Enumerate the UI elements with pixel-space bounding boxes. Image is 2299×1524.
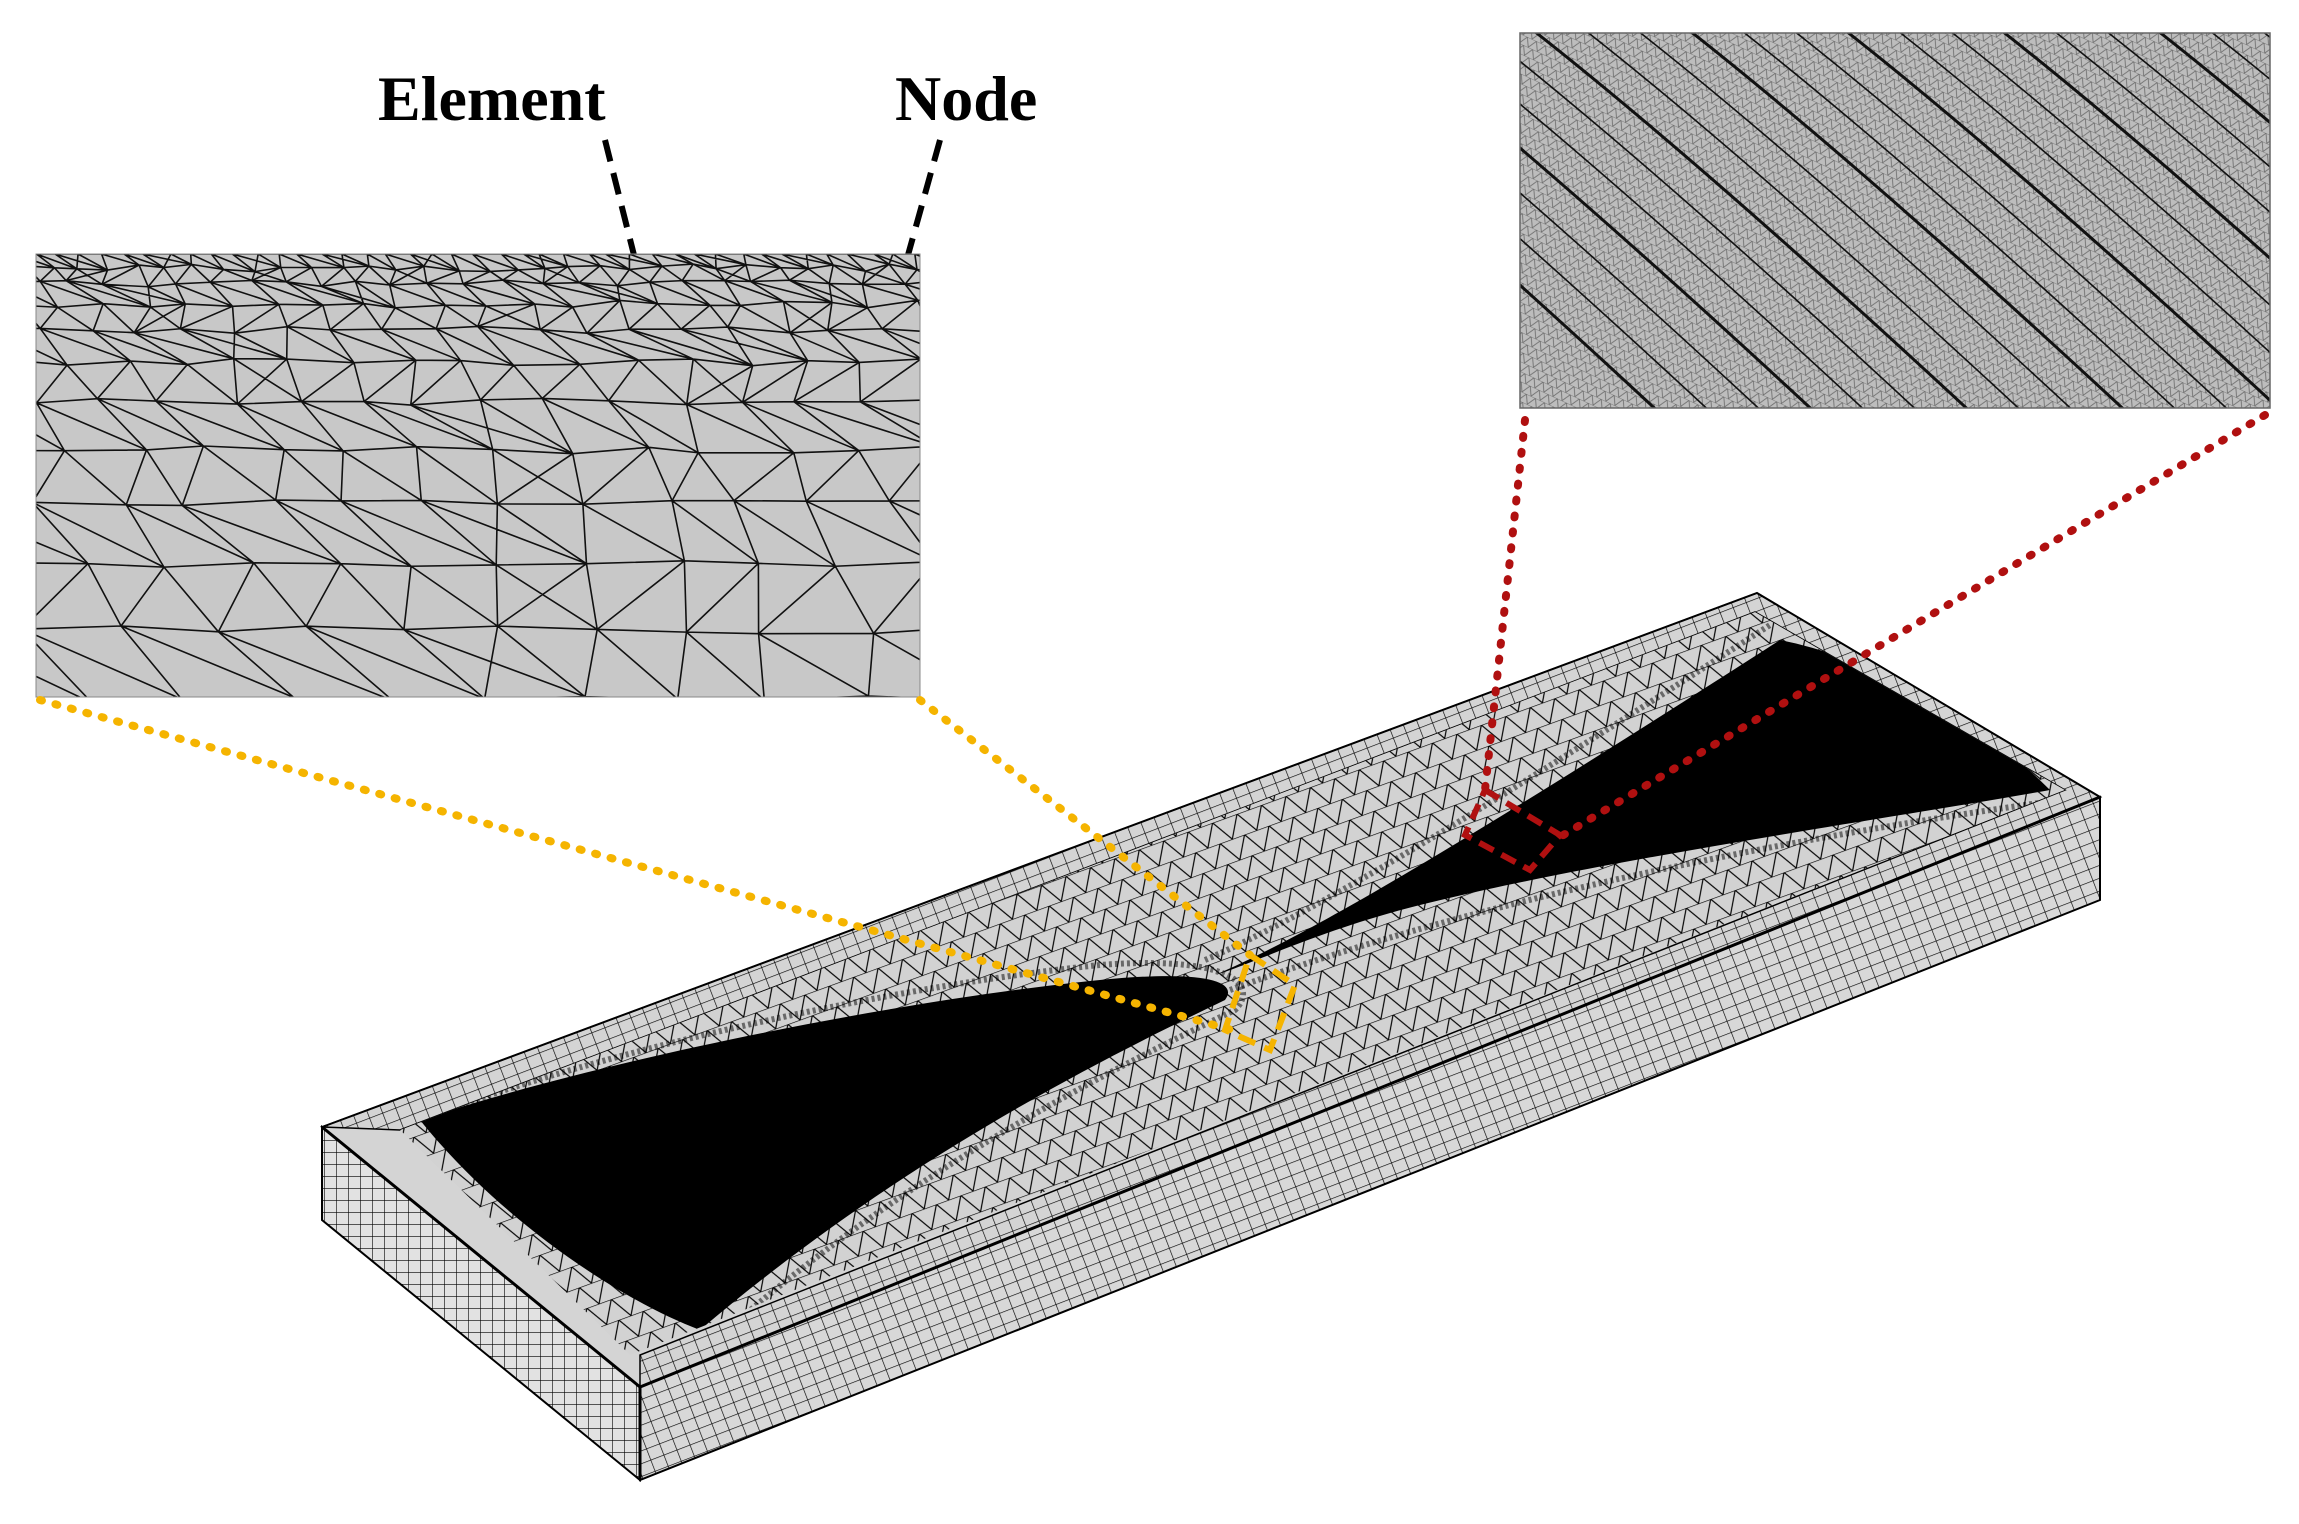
yellow-callout	[36, 696, 1299, 1055]
mesh-layer-line	[1520, 283, 1657, 408]
mesh-layer-line	[1520, 103, 1864, 408]
mesh-layer-line	[2055, 33, 2270, 214]
mesh-block-3d	[320, 591, 2103, 1483]
mesh-layer-line	[1520, 191, 1760, 408]
mesh-edges	[36, 254, 920, 697]
mesh-layer-line	[1795, 33, 2228, 408]
dense-region-left	[420, 976, 1229, 1330]
mesh-layer-line	[1520, 237, 1708, 408]
mesh-layer-line	[1690, 33, 2125, 408]
mesh-layer-line	[1743, 33, 2176, 408]
red-callout	[1461, 411, 2269, 874]
node-label: Node	[895, 63, 1037, 134]
mesh-layer-line	[1899, 33, 2270, 354]
mesh-layer-line	[2002, 33, 2270, 261]
mesh-layer-line	[1846, 33, 2270, 403]
mesh-layer-line	[1534, 33, 1969, 408]
dense-region-right	[1215, 640, 2050, 975]
mesh-layer-line	[2211, 33, 2270, 81]
mesh-layer-line	[2107, 33, 2270, 168]
mesh-layer-line	[1587, 33, 2020, 408]
right-zoom-inset	[1519, 32, 2271, 409]
mesh-layer-line	[2158, 33, 2270, 125]
element-label: Element	[378, 63, 606, 134]
coarse-triangle-mesh	[36, 254, 920, 697]
red-zoom-region	[1461, 785, 1565, 874]
left-zoom-inset	[35, 253, 921, 698]
mesh-layer-line	[1951, 33, 2270, 307]
mesh-layer-line	[1639, 33, 2072, 408]
mesh-layer-line	[1520, 146, 1813, 408]
yellow-zoom-region	[1221, 950, 1299, 1055]
